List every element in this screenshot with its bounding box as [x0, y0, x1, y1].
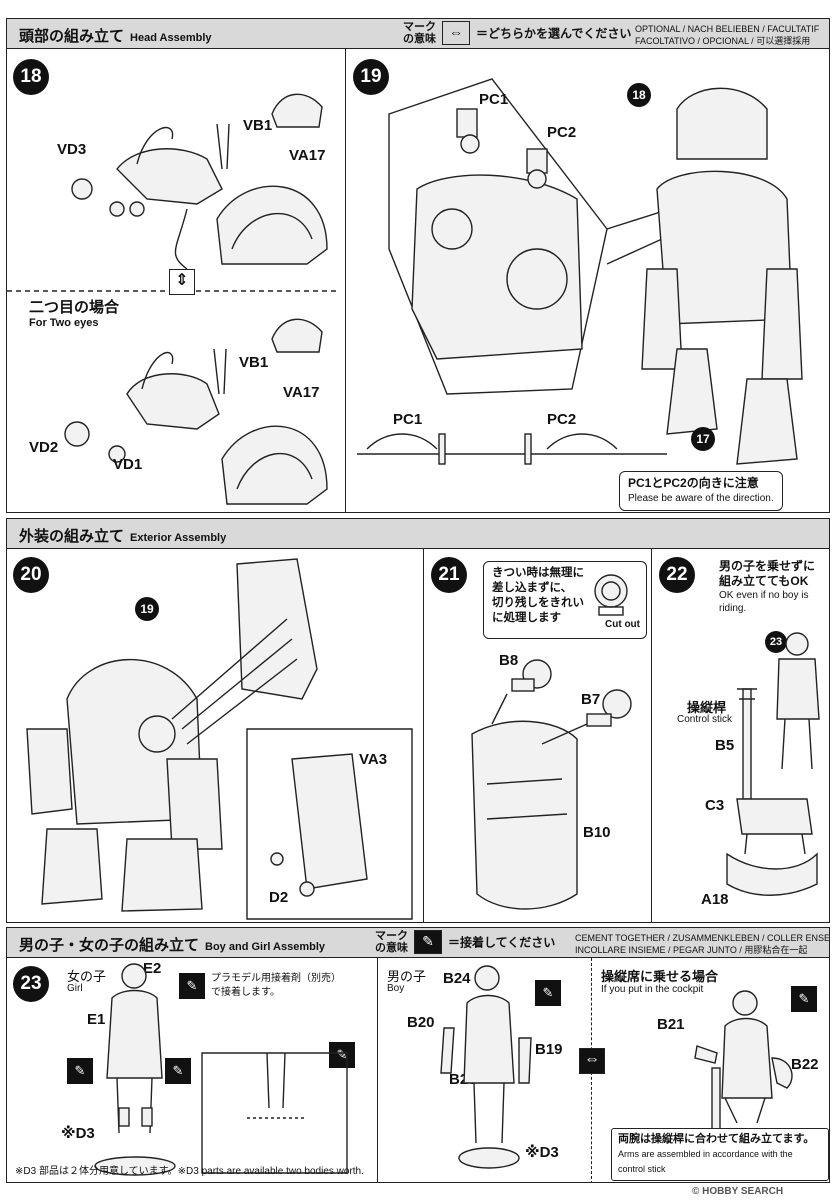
- part-vd2-label: VD2: [29, 439, 59, 456]
- step-divider: [377, 958, 378, 1182]
- no-boy-note: 男の子を乗せずに 組み立ててもOK OK even if no boy is r…: [719, 559, 816, 614]
- glue-icon: ✎: [165, 1058, 191, 1084]
- glue-icon: ✎: [329, 1042, 355, 1068]
- choose-arrows-icon: ⇔: [442, 21, 470, 45]
- optional-translations: OPTIONAL / NACH BELIEBEN / FACULTATIF FA…: [635, 24, 820, 46]
- part-e2-label: E2: [143, 960, 162, 977]
- part-va3-label: VA3: [359, 751, 388, 768]
- part-vb1-alt-label: VB1: [239, 354, 269, 371]
- part-b7-label: B7: [581, 691, 601, 708]
- step-18-badge: 18: [13, 59, 49, 95]
- step-18-diagram: [7, 93, 337, 505]
- boy-label-jp: 男の子: [387, 969, 427, 984]
- girl-diagram: [94, 963, 348, 1176]
- part-e1-label: E1: [87, 1011, 106, 1028]
- glue-icon: ✎: [791, 986, 817, 1012]
- boy-label-en: Boy: [387, 983, 405, 994]
- boy-diagram: [440, 965, 532, 1169]
- choose-mark-legend: マーク の意味⇔＝どちらかを選んでください: [403, 21, 632, 45]
- part-b20-label: B20: [407, 1014, 435, 1031]
- part-b19-label: B19: [535, 1041, 563, 1058]
- part-b22-label: B22: [791, 1056, 819, 1073]
- step-21-badge: 21: [431, 557, 467, 593]
- ref-step-23-badge: 23: [765, 631, 787, 653]
- part-b8-label: B8: [499, 652, 519, 669]
- glue-tube-icon: ✎: [414, 930, 442, 954]
- part-vb1-label: VB1: [243, 117, 273, 134]
- step-20-diagram: [26, 558, 413, 920]
- part-b5-label: B5: [715, 737, 735, 754]
- cement-mark-legend: マーク の意味✎＝接着してください: [375, 930, 556, 954]
- two-eyes-title: 二つ目の場合: [29, 299, 120, 316]
- part-c3-label: C3: [705, 797, 725, 814]
- girl-label-jp: 女の子: [67, 969, 107, 984]
- step-21-diagram: [471, 659, 632, 910]
- part-d3-boy-label: ※D3: [525, 1144, 559, 1161]
- step-19-badge: 19: [353, 59, 389, 95]
- part-pc1-detail-label: PC1: [393, 411, 423, 428]
- part-d2-label: D2: [269, 889, 289, 906]
- ref-step-17-badge: 17: [691, 427, 715, 451]
- part-pc2-detail-label: PC2: [547, 411, 577, 428]
- glue-icon: ✎: [67, 1058, 93, 1084]
- part-va17-alt-label: VA17: [283, 384, 320, 401]
- direction-note: PC1とPC2の向きに注意 Please be aware of the dir…: [619, 471, 783, 511]
- step-divider: [423, 549, 424, 922]
- girl-label-en: Girl: [67, 983, 83, 994]
- glue-icon: ✎: [535, 980, 561, 1006]
- control-stick-label-en: Control stick: [677, 714, 733, 725]
- d3-footnote: ※D3 部品は２体分用意しています。※D3 parts are availabl…: [15, 1166, 364, 1177]
- part-vd1-label: VD1: [113, 456, 143, 473]
- part-vd3-label: VD3: [57, 141, 87, 158]
- step-23-badge: 23: [13, 966, 49, 1002]
- ref-step-18-badge: 18: [627, 83, 651, 107]
- cockpit-label-en: If you put in the cockpit: [601, 984, 704, 995]
- cut-out-label: Cut out: [605, 619, 640, 630]
- part-b24-label: B24: [443, 970, 471, 987]
- part-a18-label: A18: [701, 891, 729, 908]
- ref-step-19-badge: 19: [135, 597, 159, 621]
- cockpit-note: 両腕は操縦桿に合わせて組み立てます。 Arms are assembled in…: [611, 1128, 829, 1181]
- cockpit-label-jp: 操縦席に乗せる場合: [601, 969, 719, 984]
- cement-translations: CEMENT TOGETHER / ZUSAMMENKLEBEN / COLLE…: [575, 933, 830, 955]
- part-b21-label: B21: [657, 1016, 685, 1033]
- part-d3-girl-label: ※D3: [61, 1125, 95, 1142]
- two-eyes-subtitle: For Two eyes: [29, 317, 99, 329]
- part-pc2-label: PC2: [547, 124, 577, 141]
- part-b10-label: B10: [583, 824, 611, 841]
- step-20-badge: 20: [13, 557, 49, 593]
- part-va17-label: VA17: [289, 147, 326, 164]
- step-22-badge: 22: [659, 557, 695, 593]
- step-19-diagram: [357, 78, 803, 465]
- step-divider: [651, 549, 652, 922]
- glue-note: プラモデル用接着剤（別売） で接着します。: [211, 973, 341, 998]
- step-22-diagram: [726, 632, 820, 896]
- watermark: © HOBBY SEARCH: [692, 1186, 784, 1197]
- alternative-swap-icon: ⇔: [579, 1048, 605, 1074]
- control-stick-label-jp: 操縦桿: [687, 700, 727, 715]
- glue-icon: ✎: [179, 973, 205, 999]
- part-pc1-label: PC1: [479, 91, 509, 108]
- cut-out-detail: [594, 574, 628, 616]
- cockpit-diagram: [694, 990, 793, 1149]
- step-divider: [345, 49, 346, 512]
- alternative-swap-icon: ⇕: [169, 269, 195, 295]
